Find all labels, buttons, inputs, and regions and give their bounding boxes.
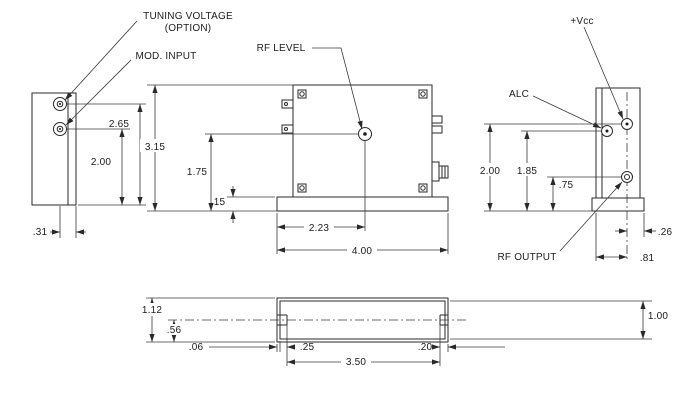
right-view-callouts: +Vcc ALC RF OUTPUT — [497, 16, 624, 263]
right-view-flange — [591, 197, 645, 212]
dim-vcc-height: 2.00 — [480, 166, 501, 177]
label-rf-output: RF OUTPUT — [497, 252, 556, 263]
dim-slot-spacing: 3.50 — [346, 357, 367, 368]
left-side-view — [31, 92, 77, 206]
corner-screw-icon — [418, 89, 428, 99]
label-tuning-voltage-option: (OPTION) — [165, 23, 212, 34]
rf-output-connector-icon — [621, 171, 633, 183]
mod-input-leader — [65, 59, 132, 126]
dim-rf-level-offset: 2.23 — [309, 223, 330, 234]
rf-level-adjust-icon — [358, 127, 372, 141]
front-view-dimensions: 3.15 1.75 .15 2.23 4.00 — [140, 84, 449, 257]
dim-height-to-mod: 2.00 — [91, 157, 112, 168]
rf-output-connector-profile — [431, 161, 449, 182]
tuning-voltage-connector-icon — [53, 97, 67, 111]
dim-flange-thickness: .15 — [211, 197, 226, 208]
oscillator-body — [292, 84, 433, 198]
left-view-callouts: TUNING VOLTAGE (OPTION) MOD. INPUT — [64, 11, 233, 126]
dim-left-offset: .31 — [33, 227, 48, 238]
alc-leader — [532, 95, 602, 129]
tuning-voltage-stub — [281, 99, 294, 109]
dim-rf-level-height: 1.75 — [187, 167, 208, 178]
left-mounting-slot — [277, 314, 288, 326]
label-vcc: +Vcc — [570, 16, 593, 27]
label-tuning-voltage: TUNING VOLTAGE — [143, 11, 233, 22]
dim-height-to-tuning: 2.65 — [109, 119, 130, 130]
vcc-pin-icon — [621, 118, 633, 130]
vcc-stub — [431, 115, 443, 124]
front-view-callouts: RF LEVEL — [257, 43, 363, 130]
left-view-dimensions: 2.65 2.00 .31 — [33, 103, 146, 238]
label-rf-level: RF LEVEL — [257, 43, 306, 54]
corner-screw-icon — [418, 183, 428, 193]
dim-alc-height: 1.85 — [517, 166, 538, 177]
mod-input-connector-icon — [53, 122, 67, 136]
dim-slot-depth-right: .20 — [418, 342, 433, 353]
mounting-flange — [276, 196, 449, 212]
right-mounting-slot — [439, 314, 448, 326]
dim-pin-offset: .26 — [658, 227, 673, 238]
dim-half-depth: .56 — [167, 325, 182, 336]
label-mod-input: MOD. INPUT — [136, 51, 197, 62]
corner-screw-icon — [297, 89, 307, 99]
bottom-view — [168, 297, 466, 343]
dim-output-offset: .81 — [640, 253, 655, 264]
right-side-view — [591, 87, 645, 262]
corner-screw-icon — [297, 183, 307, 193]
alc-pin-icon — [601, 125, 613, 137]
front-view — [276, 84, 449, 212]
dim-slot-depth-left: .25 — [300, 342, 315, 353]
rf-output-leader — [559, 181, 623, 252]
dim-flange-depth: 1.12 — [142, 305, 163, 316]
label-alc: ALC — [509, 89, 529, 100]
dim-body-depth: 1.00 — [648, 311, 669, 322]
tuning-voltage-leader — [64, 20, 138, 101]
bottom-view-dimensions: 1.12 .56 .06 .25 .20 3.50 1.00 — [138, 297, 669, 368]
dim-flange-width: 4.00 — [352, 246, 373, 257]
rf-level-leader — [312, 47, 363, 130]
vcc-leader — [583, 26, 624, 120]
dim-body-inset: .06 — [189, 342, 204, 353]
dim-rf-output-height: .75 — [559, 180, 574, 191]
right-view-dimensions: 2.00 1.85 .75 .26 .81 — [476, 123, 673, 264]
alc-stub — [431, 125, 443, 134]
mod-input-stub — [281, 124, 294, 134]
dim-overall-height: 3.15 — [145, 142, 166, 153]
